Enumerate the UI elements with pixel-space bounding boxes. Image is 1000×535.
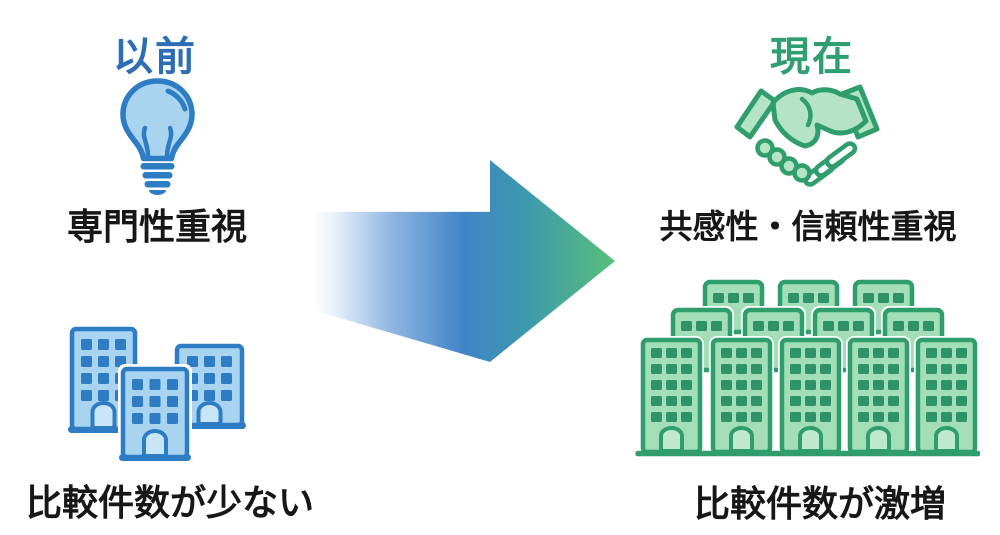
after-point-empathy-trust: 共感性・信頼性重視 (659, 207, 957, 246)
after-title: 現在 (770, 34, 854, 80)
after-point-comparisons: 比較件数が激増 (693, 484, 946, 525)
before-point-comparisons: 比較件数が少ない (25, 483, 314, 524)
buildings-many-icon (630, 276, 980, 458)
buildings-few-icon (58, 326, 248, 461)
before-title: 以前 (113, 34, 197, 80)
before-point-expertise: 専門性重視 (66, 207, 247, 248)
handshake-icon (728, 80, 892, 195)
lightbulb-icon (105, 74, 210, 196)
arrow-right-icon (313, 160, 615, 362)
